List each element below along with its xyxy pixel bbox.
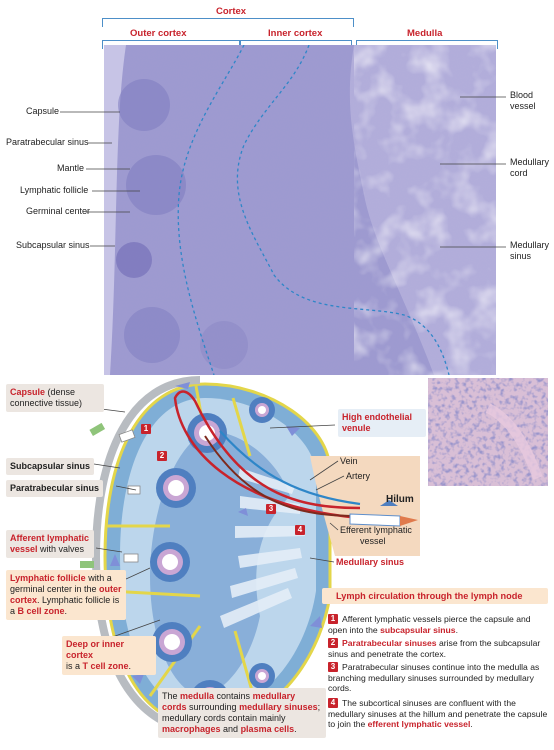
deep-cortex-note: Deep or inner cortex is a T cell zone.	[62, 636, 156, 675]
artery-label: Artery	[346, 471, 371, 481]
label-germinal-center: Germinal center	[26, 206, 91, 216]
cortex-title: Cortex	[216, 6, 247, 17]
micrograph-leader-lines	[60, 96, 506, 248]
medulla-label: Medulla	[407, 28, 443, 39]
capsule-label-box: Capsule (dense connective tissue)	[6, 384, 104, 412]
outer-cortex-bracket	[102, 40, 240, 49]
marker-2: 2	[157, 451, 167, 461]
medulla-bracket	[356, 40, 498, 49]
hev-micrograph	[428, 378, 548, 486]
label-lymphatic-follicle: Lymphatic follicle	[20, 185, 89, 195]
cortex-bracket	[102, 18, 354, 27]
label-mantle: Mantle	[57, 163, 85, 173]
inner-cortex-label: Inner cortex	[268, 28, 323, 39]
lymphatic-follicle-note: Lymphatic follicle with a germinal cente…	[6, 570, 126, 620]
medulla-note: The medulla contains medullary cords sur…	[158, 688, 326, 738]
label-capsule: Capsule	[26, 106, 60, 116]
medullary-sinus-label: Medullary sinus	[336, 557, 405, 567]
high-endothelial-venule-label: High endothelial venule	[338, 409, 426, 437]
marker-3: 3	[266, 504, 276, 514]
label-paratrabecular-sinus: Paratrabecular sinus	[6, 137, 89, 147]
outer-cortex-label: Outer cortex	[130, 28, 187, 39]
lymph-node-micrograph	[104, 45, 496, 375]
afferent-vessel-label: Afferent lymphatic vessel with valves	[6, 530, 94, 558]
inner-cortex-bracket	[240, 40, 352, 49]
paratrabecular-sinus-label: Paratrabecular sinus	[6, 480, 104, 497]
marker-1: 1	[141, 424, 151, 434]
subcapsular-sinus-label: Subcapsular sinus	[6, 458, 95, 475]
lymph-node-diagram	[76, 376, 420, 735]
hilum-label: Hilum	[386, 494, 414, 505]
vein-label: Vein	[340, 456, 358, 466]
circulation-title-box: Lymph circulation through the lymph node	[322, 588, 548, 604]
label-subcapsular-sinus: Subcapsular sinus	[16, 240, 90, 250]
marker-4: 4	[295, 525, 305, 535]
